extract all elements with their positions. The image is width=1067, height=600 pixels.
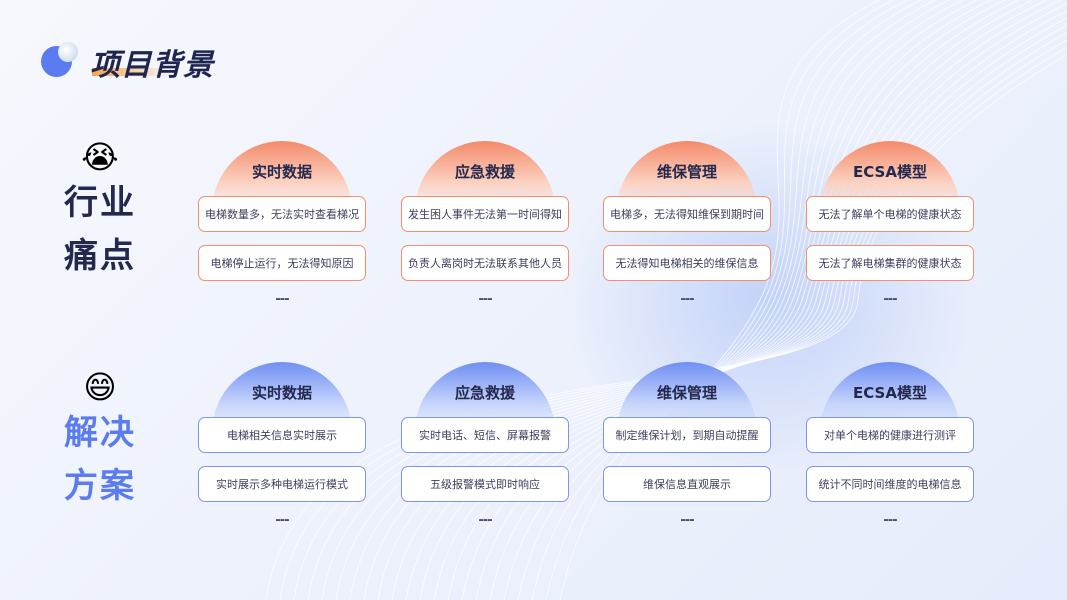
item-card: 发生困人事件无法第一时间得知: [401, 196, 569, 232]
item-card: 负责人离岗时无法联系其他人员: [401, 245, 569, 281]
title-underline: [92, 68, 172, 76]
solution-label: 😄 解决 方案: [40, 367, 160, 513]
more-indicator: ---: [883, 292, 897, 307]
item-card: 电梯相关信息实时展示: [198, 417, 366, 453]
item-card: 维保信息直观展示: [603, 466, 771, 502]
item-card: 实时电话、短信、屏幕报警: [401, 417, 569, 453]
item-card: 电梯数量多，无法实时查看梯况: [198, 196, 366, 232]
item-card: 对单个电梯的健康进行测评: [806, 417, 974, 453]
pain-label-line2: 痛点: [64, 236, 136, 276]
item-card: 五级报警模式即时响应: [401, 466, 569, 502]
column-heading: 应急救援: [454, 163, 515, 181]
column-heading: 维保管理: [656, 163, 717, 181]
more-indicator: ---: [275, 292, 289, 307]
item-card: 制定维保计划，到期自动提醒: [603, 417, 771, 453]
solution-label-line1: 解决: [64, 413, 136, 453]
pain-label: 😭 行业 痛点: [40, 137, 160, 283]
column-heading: 应急救援: [454, 384, 515, 402]
pain-label-line1: 行业: [64, 183, 136, 223]
logo-icon: [41, 42, 78, 78]
solution-label-line2: 方案: [64, 466, 136, 506]
column-heading: 实时数据: [251, 163, 312, 181]
item-card: 电梯多，无法得知维保到期时间: [603, 196, 771, 232]
column-heading: ECSA模型: [853, 163, 927, 181]
item-card: 无法了解电梯集群的健康状态: [806, 245, 974, 281]
more-indicator: ---: [883, 513, 897, 528]
item-card: 电梯停止运行，无法得知原因: [198, 245, 366, 281]
more-indicator: ---: [680, 292, 694, 307]
item-card: 实时展示多种电梯运行模式: [198, 466, 366, 502]
page-title: 项目背景: [90, 48, 214, 83]
more-indicator: ---: [275, 513, 289, 528]
item-card: 无法得知电梯相关的维保信息: [603, 245, 771, 281]
item-card: 统计不同时间维度的电梯信息: [806, 466, 974, 502]
column-heading: 实时数据: [251, 384, 312, 402]
item-card: 无法了解单个电梯的健康状态: [806, 196, 974, 232]
column-heading: ECSA模型: [853, 384, 927, 402]
more-indicator: ---: [478, 292, 492, 307]
more-indicator: ---: [680, 513, 694, 528]
column-heading: 维保管理: [656, 384, 717, 402]
smiling-face-icon: 😄: [83, 368, 117, 406]
crying-face-icon: 😭: [81, 138, 119, 176]
more-indicator: ---: [478, 513, 492, 528]
